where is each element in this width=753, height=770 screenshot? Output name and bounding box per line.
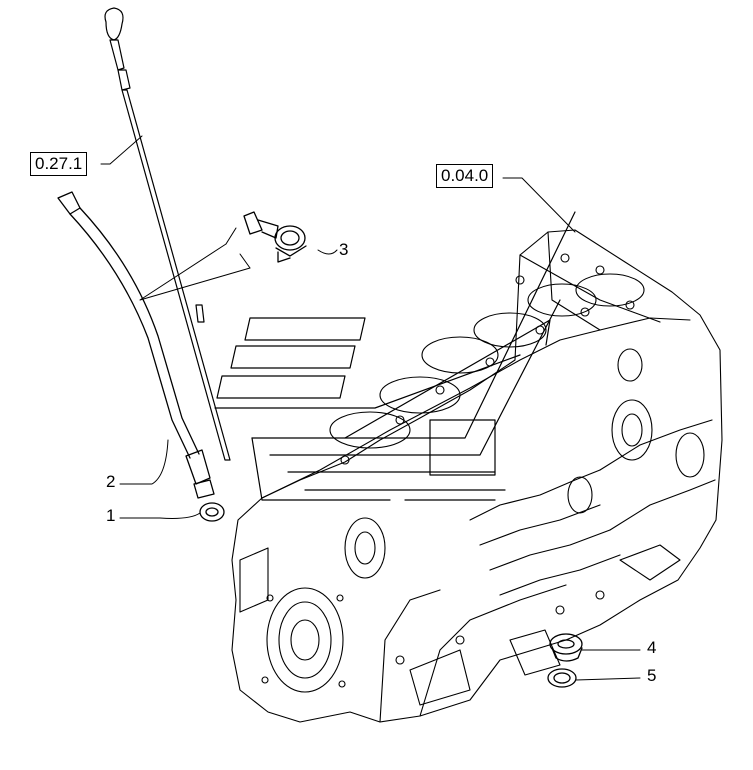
plug — [549, 633, 583, 662]
reference-label: 0.04.0 — [441, 166, 489, 185]
engine-block — [231, 229, 723, 723]
callout-2: 2 — [106, 472, 116, 491]
dipstick-guide-tube — [57, 191, 215, 499]
callout-3: 3 — [339, 240, 349, 259]
callout-4: 4 — [647, 638, 657, 657]
reference-box-0-04-0: 0.04.0 — [436, 164, 494, 188]
callout-1: 1 — [106, 506, 116, 525]
gasket-washer — [199, 502, 225, 522]
leader-lines — [100, 135, 641, 681]
assembly-reference-symbol — [214, 211, 576, 501]
seal-ring — [547, 668, 577, 688]
reference-label: 0.27.1 — [35, 154, 83, 173]
callout-5: 5 — [647, 666, 657, 685]
clamp-with-screw — [243, 211, 307, 263]
dipstick — [104, 7, 231, 461]
reference-box-0-27-1: 0.27.1 — [30, 152, 88, 176]
